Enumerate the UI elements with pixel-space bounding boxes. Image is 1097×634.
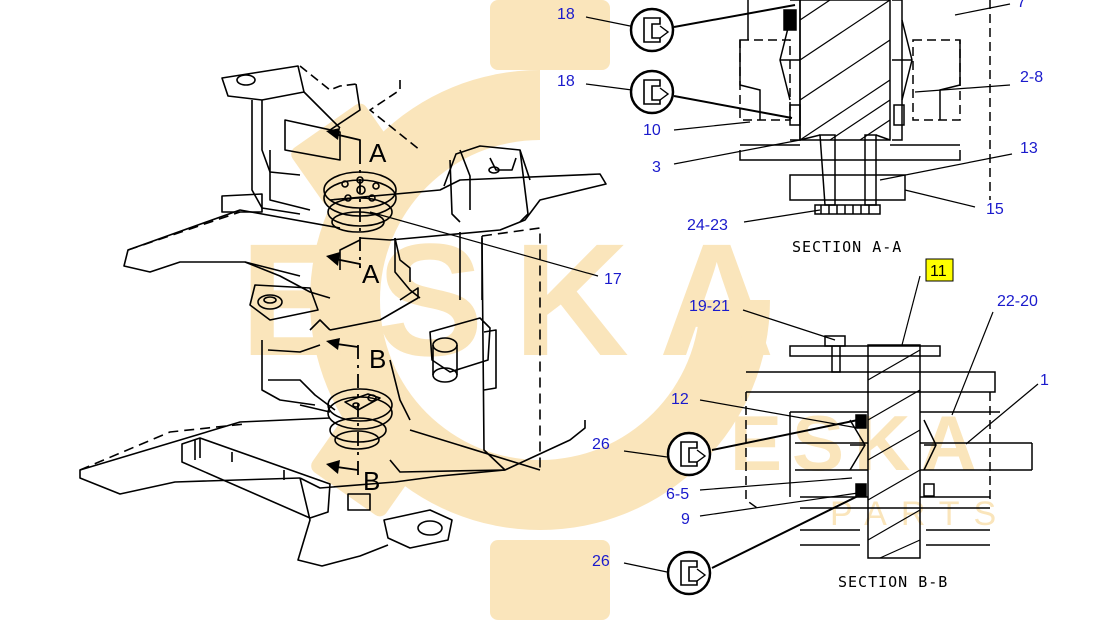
section-a-label: SECTION A-A bbox=[792, 238, 902, 256]
upper-plate bbox=[329, 80, 607, 270]
seal-detail-26-bottom-icon bbox=[666, 550, 712, 596]
cut-letter-b-bottom: B bbox=[363, 466, 380, 496]
callout-11[interactable]: 11 bbox=[930, 263, 947, 280]
arrow-a-top-icon bbox=[326, 128, 340, 140]
arrow-a-bottom-icon bbox=[326, 252, 340, 266]
cut-arrowheads bbox=[326, 128, 340, 474]
watermark: ESKA ESKA PARTS bbox=[240, 0, 996, 620]
callout-17[interactable]: 17 bbox=[604, 271, 622, 288]
svg-text:ESKA: ESKA bbox=[240, 210, 805, 389]
callout-26-bottom[interactable]: 26 bbox=[592, 553, 610, 570]
cut-letters: A A B B bbox=[362, 138, 387, 496]
cut-letter-a-top: A bbox=[369, 138, 387, 168]
arrow-b-top-icon bbox=[326, 338, 340, 350]
seal-detail-18-top-icon bbox=[629, 7, 675, 53]
callout-11-highlight bbox=[925, 258, 954, 282]
watermark-brand: ESKA bbox=[240, 210, 805, 389]
arrow-b-bottom-icon bbox=[326, 460, 340, 474]
seal-details bbox=[629, 7, 712, 596]
callout-22-20[interactable]: 22-20 bbox=[997, 293, 1038, 310]
lower-housing bbox=[261, 340, 411, 421]
cut-letter-a-bottom: A bbox=[362, 259, 380, 289]
callout-7[interactable]: 7 bbox=[1017, 0, 1026, 11]
callout-10[interactable]: 10 bbox=[643, 122, 661, 139]
section-a-drawing bbox=[739, 0, 991, 215]
leader-lines bbox=[369, 3, 1039, 573]
section-b-label: SECTION B-B bbox=[838, 573, 948, 591]
callout-6-5[interactable]: 6-5 bbox=[666, 486, 689, 503]
central-column bbox=[309, 227, 541, 471]
callout-12[interactable]: 12 bbox=[671, 391, 689, 408]
pivot-a bbox=[323, 171, 397, 233]
callout-15[interactable]: 15 bbox=[986, 201, 1004, 218]
callout-18-mid[interactable]: 18 bbox=[557, 73, 575, 90]
callout-1[interactable]: 1 bbox=[1040, 372, 1049, 389]
isometric-assembly bbox=[79, 65, 607, 567]
left-arm-lower bbox=[79, 417, 586, 567]
seal-detail-26-top-icon bbox=[666, 431, 712, 477]
callout-26-top[interactable]: 26 bbox=[592, 436, 610, 453]
callout-24-23[interactable]: 24-23 bbox=[687, 217, 728, 234]
left-arm-upper bbox=[123, 209, 341, 321]
callout-19-21[interactable]: 19-21 bbox=[689, 298, 730, 315]
callout-9[interactable]: 9 bbox=[681, 511, 690, 528]
callout-13[interactable]: 13 bbox=[1020, 140, 1038, 157]
watermark-gear-icon bbox=[291, 0, 770, 620]
callout-18-top[interactable]: 18 bbox=[557, 6, 575, 23]
callout-3[interactable]: 3 bbox=[652, 159, 661, 176]
cut-letter-b-top: B bbox=[369, 344, 386, 374]
upper-hinge-bracket bbox=[221, 65, 361, 215]
callout-2-8[interactable]: 2-8 bbox=[1020, 69, 1043, 86]
seal-detail-18-mid-icon bbox=[629, 69, 675, 115]
callouts: 18 7 18 2-8 10 3 13 24-23 15 17 11 19-21… bbox=[557, 0, 1049, 570]
cut-line-a bbox=[329, 132, 361, 268]
